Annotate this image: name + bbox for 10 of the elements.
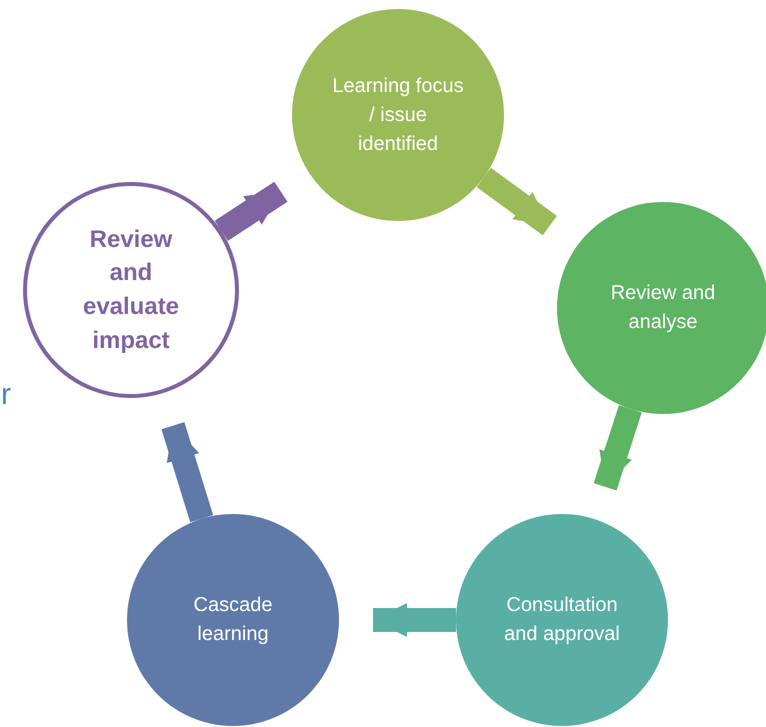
block-arrow bbox=[594, 405, 642, 490]
step-label: Review and analyse bbox=[610, 281, 716, 335]
step-label: Cascade learning bbox=[192, 593, 274, 647]
step-label: Learning focus / issue identified bbox=[331, 74, 465, 156]
step-label: Consultation and approval bbox=[503, 593, 621, 647]
block-arrow bbox=[476, 168, 557, 236]
block-arrow bbox=[161, 422, 214, 522]
step-label: Review and evaluate impact bbox=[82, 224, 180, 356]
block-arrow bbox=[373, 603, 456, 637]
text-fragment: r bbox=[1, 378, 11, 412]
